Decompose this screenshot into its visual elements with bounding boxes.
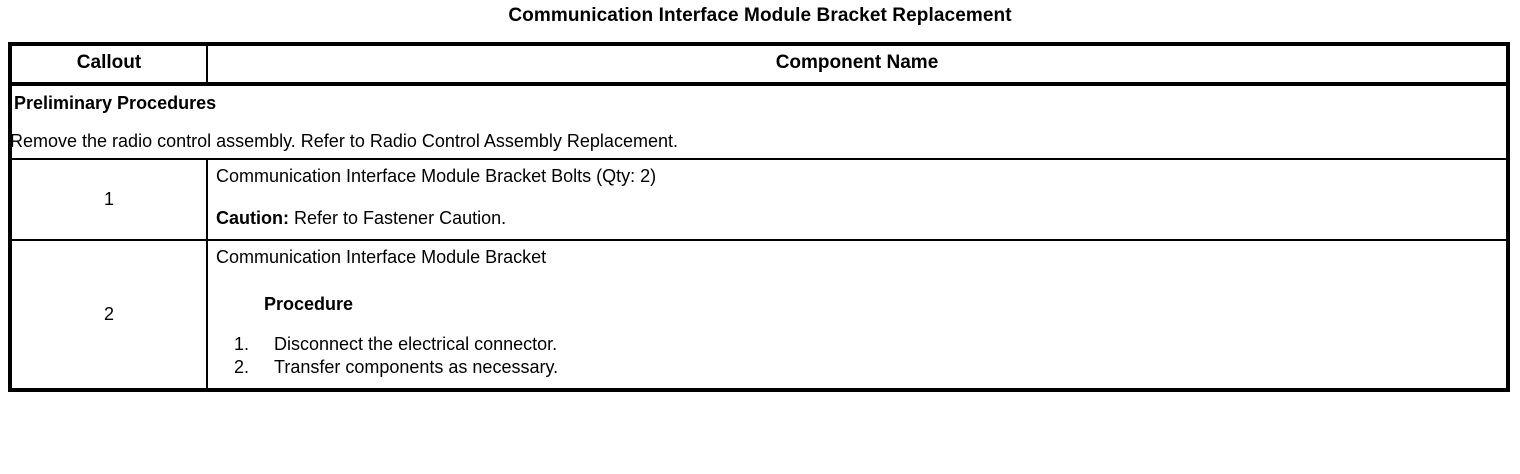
column-header-component-name: Component Name — [207, 46, 1506, 86]
preliminary-procedures-text: Remove the radio control assembly. Refer… — [10, 131, 678, 151]
preliminary-procedures-cell: Preliminary Procedures Remove the radio … — [10, 84, 1506, 160]
table-row: 1 Communication Interface Module Bracket… — [12, 159, 1506, 241]
preliminary-procedures-heading: Preliminary Procedures — [14, 93, 217, 113]
column-header-callout: Callout — [12, 46, 208, 86]
procedure-step-list: 1. Disconnect the electrical connector. … — [216, 333, 1506, 379]
component-description-cell: Communication Interface Module Bracket P… — [207, 240, 1506, 388]
step-number: 1. — [234, 333, 250, 354]
procedure-table: Callout Component Name Preliminary Proce… — [8, 42, 1510, 392]
list-item: 2. Transfer components as necessary. — [216, 356, 1506, 379]
callout-number: 2 — [12, 239, 208, 388]
step-text: Transfer components as necessary. — [274, 356, 559, 377]
component-name-text: Communication Interface Module Bracket B… — [216, 166, 657, 186]
list-item: 1. Disconnect the electrical connector. — [216, 333, 1506, 356]
component-name-text: Communication Interface Module Bracket — [216, 246, 547, 267]
component-description-cell: Communication Interface Module Bracket B… — [207, 159, 1506, 241]
caution-text: Refer to Fastener Caution. — [294, 207, 507, 228]
caution-label: Caution: — [216, 207, 289, 228]
caution-note: Caution: Refer to Fastener Caution. — [216, 207, 1506, 230]
procedure-heading: Procedure — [264, 293, 354, 314]
table-header-row: Callout Component Name — [12, 46, 1506, 86]
page-title: Communication Interface Module Bracket R… — [508, 5, 1012, 26]
preliminary-procedures-row: Preliminary Procedures Remove the radio … — [10, 84, 1506, 160]
table-row: 2 Communication Interface Module Bracket… — [12, 239, 1506, 388]
step-number: 2. — [234, 356, 250, 377]
callout-number: 1 — [12, 159, 208, 241]
step-text: Disconnect the electrical connector. — [274, 333, 558, 354]
